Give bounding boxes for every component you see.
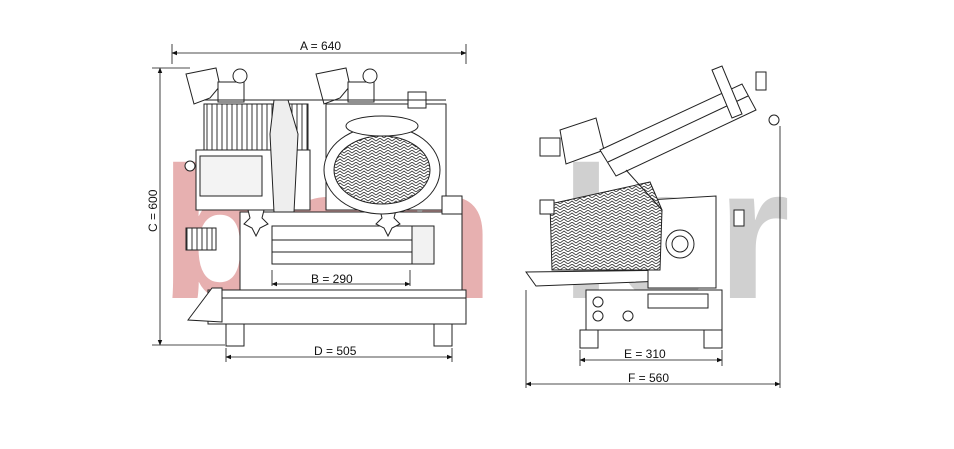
front-foot-right bbox=[433, 323, 453, 347]
side-foot-right bbox=[703, 329, 723, 349]
side-arm-knob bbox=[755, 71, 767, 91]
side-knob bbox=[665, 229, 695, 259]
front-star-knob-left bbox=[243, 205, 269, 238]
front-arm-knob-right bbox=[362, 68, 378, 84]
front-motor-panel bbox=[199, 155, 263, 197]
front-dial bbox=[185, 227, 217, 251]
front-base-slope bbox=[187, 287, 223, 323]
side-arm bbox=[599, 83, 757, 177]
side-arm-end bbox=[711, 65, 743, 119]
front-base bbox=[207, 289, 467, 325]
side-knob-inner bbox=[671, 235, 689, 253]
dim-C-label: C = 600 bbox=[146, 189, 160, 232]
side-carriage bbox=[549, 181, 663, 271]
dimension-lines bbox=[152, 44, 781, 388]
dim-E-label: E = 310 bbox=[624, 347, 666, 361]
side-view bbox=[525, 65, 780, 349]
dimension-labels: A = 640 B = 290 C = 600 D = 505 E = 310 … bbox=[146, 39, 669, 385]
side-display bbox=[647, 293, 709, 309]
front-view bbox=[184, 67, 467, 347]
front-blade-cover bbox=[345, 115, 419, 137]
dim-A-label: A = 640 bbox=[300, 39, 341, 53]
front-blade-bracket bbox=[441, 195, 463, 215]
side-side-knob bbox=[539, 199, 555, 215]
side-strut bbox=[625, 169, 663, 211]
side-button-1 bbox=[592, 296, 604, 308]
front-arm-block-right bbox=[347, 81, 375, 103]
side-button-2 bbox=[592, 310, 604, 322]
front-carriage-end bbox=[411, 225, 435, 265]
front-pusher-right bbox=[315, 67, 351, 105]
front-carriage bbox=[271, 225, 435, 265]
dim-B-label: B = 290 bbox=[311, 272, 353, 286]
front-small-knob bbox=[184, 160, 196, 172]
front-pusher-left bbox=[185, 67, 221, 105]
side-arm-line bbox=[607, 95, 749, 163]
side-arm-end-knob bbox=[768, 114, 780, 126]
front-arm-block-left bbox=[217, 81, 245, 103]
front-blade bbox=[333, 135, 431, 205]
side-motor-cap bbox=[539, 137, 561, 157]
side-foot-left bbox=[579, 329, 599, 349]
front-foot-left bbox=[225, 323, 245, 347]
side-button-3 bbox=[622, 310, 634, 322]
front-arm-knob-left bbox=[232, 68, 248, 84]
dim-F-label: F = 560 bbox=[628, 371, 669, 385]
dim-D-label: D = 505 bbox=[314, 344, 357, 358]
side-handle bbox=[733, 209, 745, 227]
